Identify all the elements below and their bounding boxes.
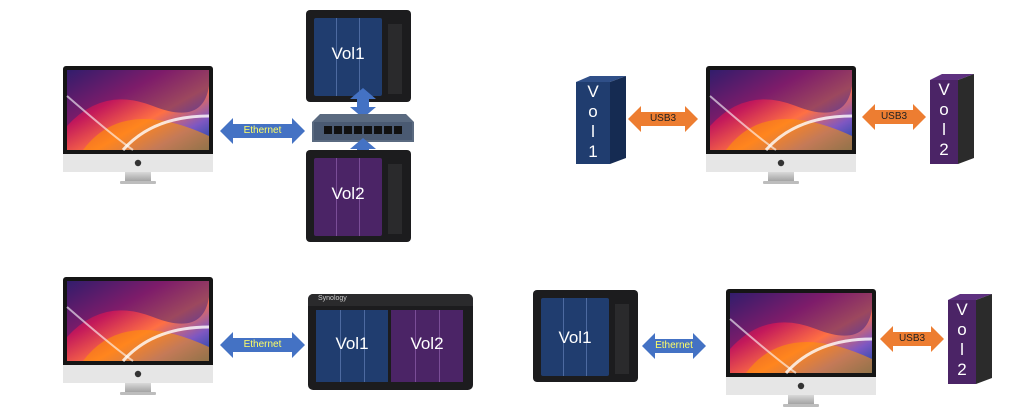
nas-bottom-right-vol1: Vol1 [533,290,638,382]
vol1-label: Vol1 [331,44,365,63]
ethernet-label: Ethernet [243,339,282,350]
usb-drive-vol1: V o l 1 [576,76,626,164]
nas-brand: Synology [318,295,347,302]
imac-top-right [706,66,856,186]
drive-letter: o [588,102,598,121]
ethernet-arrow-top-left: Ethernet [220,118,305,144]
ethernet-label: Ethernet [243,125,282,136]
ethernet-arrow-bottom-left: Ethernet [220,332,305,358]
drive-letter: o [939,100,949,119]
nas-large: Synology Vol1 Vol2 [308,294,473,390]
vol2-label: Vol2 [410,334,444,353]
vol2-label: Vol2 [331,184,365,203]
usb-drive-vol2: V o l 2 [930,74,974,164]
usb-arrow-right: USB3 [862,104,926,130]
drive-letter: o [957,320,967,339]
drive-letter: V [956,300,968,319]
usb-drive-vol2-bottom: V o l 2 [948,294,992,384]
imac-top-left [63,66,213,186]
ethernet-label: Ethernet [655,340,693,351]
usb-arrow-left: USB3 [628,106,698,132]
nas-top-vol1: Vol1 [306,10,411,102]
imac-bottom-left [63,277,213,397]
drive-letter: V [587,82,599,101]
network-switch [312,114,414,142]
drive-letter: l [591,122,595,141]
drive-letter: l [960,340,964,359]
drive-letter: 2 [957,360,967,379]
ethernet-arrow-vertical-top [350,88,376,118]
usb-label: USB3 [898,333,926,344]
vol1-label: Vol1 [558,328,592,347]
ethernet-arrow-bottom-right: Ethernet [642,333,706,359]
drive-letter: 2 [939,140,949,159]
usb-label: USB3 [649,113,677,124]
imac-bottom-right [726,289,876,409]
usb-label: USB3 [880,111,908,122]
drive-letter: l [942,120,946,139]
vol1-label: Vol1 [335,334,369,353]
drive-letter: 1 [588,142,598,161]
nas-bottom-vol2: Vol2 [306,150,411,242]
usb-arrow-bottom-right: USB3 [880,326,944,352]
drive-letter: V [938,80,950,99]
